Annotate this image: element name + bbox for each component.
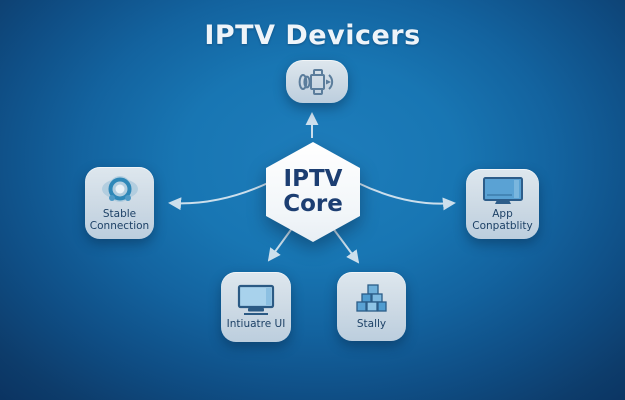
node-stability: Stally <box>337 272 406 341</box>
node-label: Intiuatre UI <box>226 318 286 331</box>
monitor-icon <box>237 285 275 316</box>
node-label: App Conpatblity <box>472 208 533 232</box>
tv-screen-icon <box>482 177 523 205</box>
stacked-cubes-icon <box>355 283 387 312</box>
arrow-core-to-app-compatibility <box>357 182 456 211</box>
node-intuitive-ui: Intiuatre UI <box>221 272 291 342</box>
network-ring-icon <box>101 176 138 203</box>
node-label: Stally <box>356 317 387 330</box>
node-app-compatibility: App Conpatblity <box>466 169 539 239</box>
node-label: Stable Connection <box>89 208 150 232</box>
play-wedge <box>326 79 331 84</box>
diagram-title: IPTV Devicers <box>204 20 421 51</box>
projector-sound-icon <box>298 68 334 95</box>
arrow-core-to-stable-connection <box>168 182 269 211</box>
core-label: IPTV Core <box>283 166 343 217</box>
iptv-core-hexagon: IPTV Core <box>266 142 360 242</box>
node-devices-top <box>286 60 348 103</box>
node-stable-connection: Stable Connection <box>85 167 154 239</box>
